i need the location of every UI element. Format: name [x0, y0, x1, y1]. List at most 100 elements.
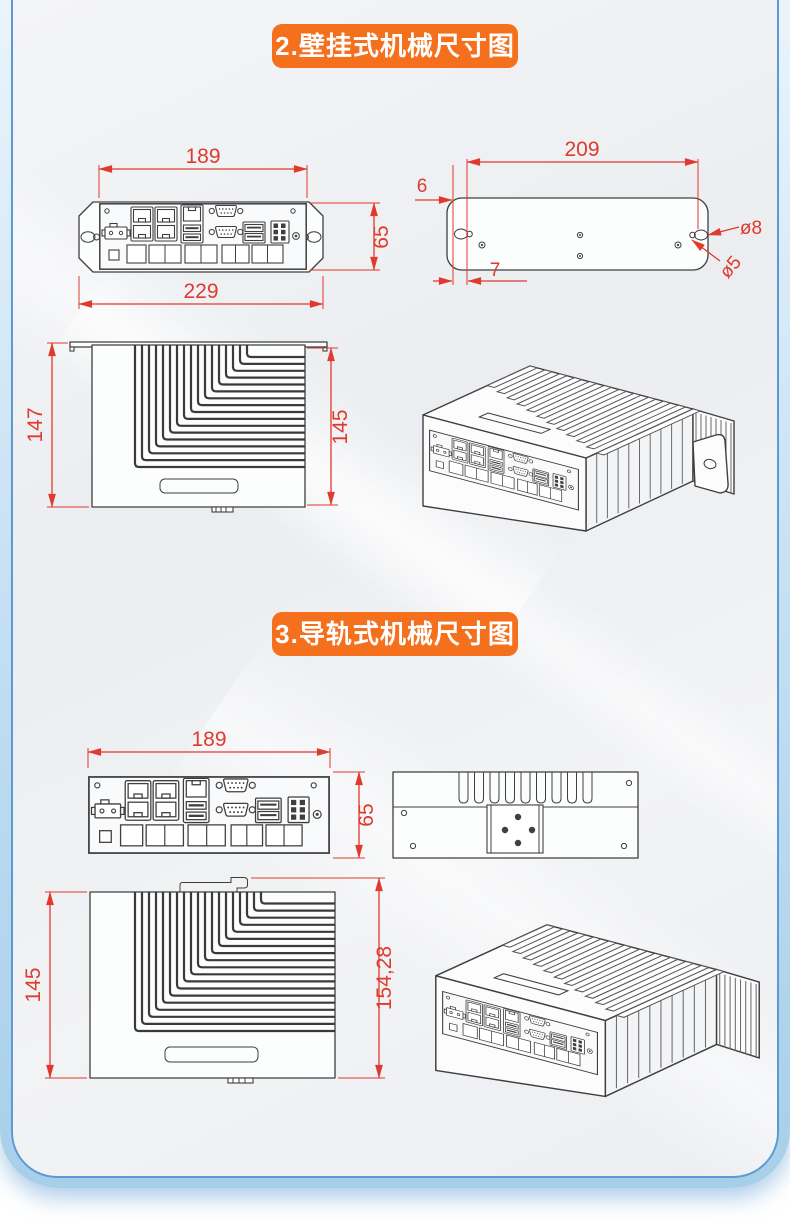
heatsink-fin: [168, 345, 305, 434]
heatsink-fin: [189, 892, 335, 976]
heatsink-fin: [133, 345, 305, 469]
heatsink-fin: [161, 892, 335, 1004]
iso-unit-wallmount: [422, 365, 735, 532]
dinrail-iso-view: [435, 924, 760, 1098]
corner-screws: [400, 779, 633, 850]
din-rail-clip: [179, 877, 248, 892]
heatsink-fin: [231, 345, 305, 372]
heatsink-fins: [133, 892, 335, 1033]
heatsink-fin: [210, 892, 335, 955]
heatsink-fin: [182, 345, 305, 420]
dim-height: 65: [370, 225, 393, 248]
heatsink-fin: [511, 928, 572, 955]
label-recess: [159, 478, 239, 494]
heatsink-fin: [196, 345, 305, 407]
dim-total-height: 147: [24, 407, 47, 442]
section-wall-mount-badge: 2.壁挂式机械尺寸图: [272, 24, 518, 68]
heatsink-fin: [515, 377, 584, 407]
dinrail-side-view: 145 154,28: [22, 877, 396, 1084]
heatsink-fin: [585, 404, 687, 450]
bottom-connector: [211, 506, 234, 513]
fin-slots: [458, 772, 593, 804]
dim-outer-hole: ø8: [740, 218, 762, 239]
wallmount-front-view: 189 229 65: [78, 145, 393, 309]
fin-slot: [520, 772, 531, 804]
dim-hole-span: 209: [564, 138, 599, 161]
heatsink-fin: [203, 345, 305, 400]
dim-total-height: 154,28: [373, 946, 396, 1010]
heatsink-fin: [604, 964, 711, 1012]
dim-top-width: 189: [191, 728, 226, 751]
heatsink-fin: [525, 381, 598, 413]
dinrail-back-view: [392, 771, 639, 859]
heatsink-fin: [133, 892, 335, 1033]
fin-slot: [489, 772, 500, 804]
heatsink-fin: [217, 892, 335, 948]
section-din-rail-badge: 3.导轨式机械尺寸图: [272, 612, 518, 656]
heatsink-fin: [140, 345, 305, 462]
dim-inner-hole: ø5: [716, 252, 746, 282]
wallmount-iso-view: [422, 365, 735, 532]
heatsink-fin: [140, 892, 335, 1025]
dim-edge-gap: 6: [417, 176, 428, 197]
heatsink-fin: [485, 365, 539, 389]
dim-body-height: 145: [22, 967, 45, 1002]
heatsink-fin: [182, 892, 335, 983]
heatsink-fin: [224, 345, 305, 379]
heatsink-fin: [565, 396, 658, 438]
heatsink-fin: [535, 384, 613, 419]
heatsink-fin: [583, 956, 680, 999]
heatsink-fin: [154, 345, 305, 448]
heatsink-fin: [594, 960, 695, 1006]
heatsink-fin: [231, 892, 335, 933]
section-din-rail-title: 3.导轨式机械尺寸图: [275, 619, 515, 649]
din-plate: [486, 804, 544, 854]
heatsink-fin: [245, 345, 305, 359]
heatsink-fin: [495, 369, 554, 395]
fin-slot: [474, 772, 484, 804]
heatsink-fin: [563, 948, 649, 987]
heatsink-fin: [203, 892, 335, 962]
heatsink-fin: [196, 892, 335, 969]
fin-slot: [536, 772, 546, 804]
dinrail-front-view: 189 65: [87, 728, 378, 859]
heatsink-fin: [521, 932, 587, 961]
iso-unit-dinrail: [435, 924, 760, 1098]
dim-bottom-gap: 7: [490, 260, 501, 281]
mounting-ear: [692, 433, 729, 494]
heatsink-fin: [175, 892, 335, 990]
heatsink-fin: [147, 345, 305, 455]
heatsink-fin: [161, 345, 305, 441]
heatsink-fins: [133, 345, 305, 469]
heatsink-fin: [147, 892, 335, 1018]
heatsink-fin: [175, 345, 305, 427]
heatsink-fin: [217, 345, 305, 386]
dim-bottom-width: 229: [183, 280, 218, 303]
dim-top-width: 189: [185, 145, 220, 168]
fin-slot: [458, 772, 469, 804]
heatsink-fin: [545, 388, 628, 425]
wallmount-side-view: 147 145: [24, 341, 352, 513]
screw-holes: [478, 231, 682, 260]
dim-body-height: 145: [329, 409, 352, 444]
heatsink-fin: [154, 892, 335, 1011]
bottom-connector: [227, 1077, 254, 1084]
iso-fin-overhang: [715, 968, 760, 1059]
wallmount-plate-view: 209 6 7 ø8 ø5: [415, 138, 762, 285]
heatsink-fin: [595, 408, 702, 456]
heatsink-fin: [575, 400, 673, 444]
heatsink-fin: [573, 952, 664, 993]
heatsink-fin: [614, 969, 726, 1018]
heatsink-fin: [210, 345, 305, 393]
dim-height: 65: [355, 803, 378, 826]
heatsink-fin: [555, 392, 643, 432]
fin-slot: [505, 772, 515, 804]
fin-slot: [551, 772, 562, 804]
heatsink-fin: [245, 892, 335, 919]
fin-slot: [567, 772, 577, 804]
top-recess: [492, 973, 570, 996]
heatsink-fin: [252, 892, 335, 912]
heatsink-fin: [552, 944, 634, 980]
heatsink-fin: [238, 892, 335, 926]
heatsink-fin: [505, 373, 569, 401]
